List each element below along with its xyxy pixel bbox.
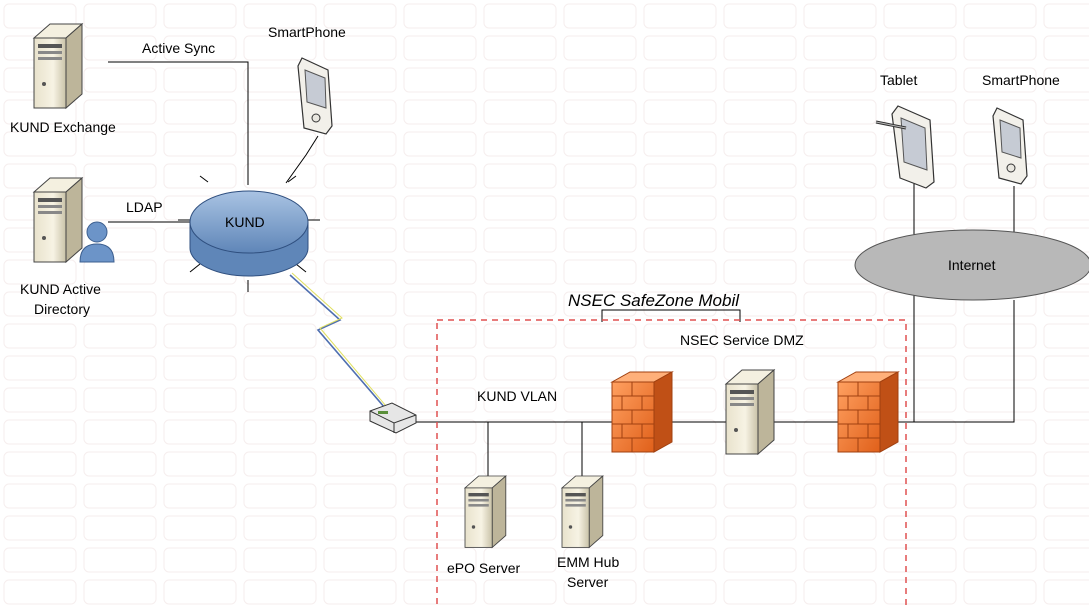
- epo-server[interactable]: [464, 475, 507, 548]
- tablet-label: Tablet: [880, 72, 917, 88]
- kund-ad-label-line2: Directory: [34, 301, 90, 317]
- kund-exchange-label: KUND Exchange: [10, 119, 116, 135]
- router-icon[interactable]: [369, 402, 417, 434]
- dmz-server[interactable]: [725, 369, 775, 455]
- epo-server-label: ePO Server: [447, 560, 520, 576]
- active-sync-label: Active Sync: [142, 40, 215, 56]
- kund-network-disk[interactable]: [178, 175, 320, 292]
- firewall-left[interactable]: [610, 371, 674, 453]
- internet-label: Internet: [948, 257, 996, 273]
- kund-exchange-server[interactable]: [33, 23, 83, 109]
- kund-active-directory-server[interactable]: [33, 177, 83, 263]
- internet-cloud[interactable]: [854, 229, 1089, 301]
- kund-ad-label-line1: KUND Active: [20, 281, 101, 297]
- emm-hub-server[interactable]: [561, 475, 604, 548]
- smartphone-left-label: SmartPhone: [268, 24, 346, 40]
- smartphone-right-icon[interactable]: [992, 107, 1028, 185]
- smartphone-right-label: SmartPhone: [982, 72, 1060, 88]
- smartphone-left-icon[interactable]: [297, 57, 333, 135]
- ldap-label: LDAP: [126, 199, 163, 215]
- safezone-boundary: [436, 319, 907, 608]
- kund-vlan-label: KUND VLAN: [477, 388, 557, 404]
- emm-hub-label-line1: EMM Hub: [557, 554, 619, 570]
- service-dmz-label: NSEC Service DMZ: [680, 332, 804, 348]
- safezone-title: NSEC SafeZone Mobil: [568, 291, 740, 310]
- emm-hub-label-line2: Server: [567, 574, 609, 590]
- firewall-right[interactable]: [836, 371, 900, 453]
- user-icon: [79, 221, 115, 263]
- wireless-link: [289, 272, 387, 409]
- kund-disk-label: KUND: [225, 214, 265, 230]
- tablet-icon[interactable]: [875, 105, 935, 189]
